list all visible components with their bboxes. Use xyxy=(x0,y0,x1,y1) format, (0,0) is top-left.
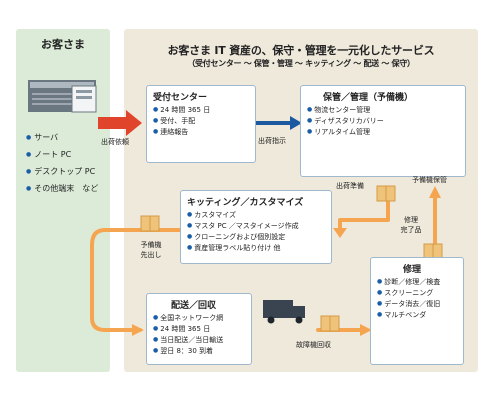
list-item: 診断／修理／検査 xyxy=(377,277,463,288)
list-item: デスクトップ PC xyxy=(26,164,98,181)
kitting-box: キッティング／カスタマイズ カスタマイズ マスタ PC ／マスタイメージ作成 ク… xyxy=(180,190,332,264)
server-icon xyxy=(28,80,97,113)
arrow-head-icon xyxy=(429,186,441,198)
reception-title: 受付センター xyxy=(153,93,208,103)
truck-icon xyxy=(263,300,305,324)
list-item: カスタマイズ xyxy=(187,210,331,221)
repair-title: 修理 xyxy=(403,265,422,275)
arrow-head-icon xyxy=(360,324,372,336)
list-item: 当日配送／当日輸送 xyxy=(153,335,251,346)
delivery-title: 配送／回収 xyxy=(171,301,217,311)
repair-box: 修理 診断／修理／検査 スクリーニング データ消去／復旧 マルチベンダ xyxy=(370,257,464,365)
kitting-list: カスタマイズ マスタ PC ／マスタイメージ作成 クローニングおよび個別設定 資… xyxy=(181,210,331,254)
list-item: スクリーニング xyxy=(377,288,463,299)
list-item: その他端末 など xyxy=(26,181,98,198)
shipping-request-arrow-icon xyxy=(98,110,142,136)
failed-collect-label: 故障機回収 xyxy=(296,341,331,349)
reception-box: 受付センター 24 時間 365 日 受付、手配 連絡報告 xyxy=(146,85,256,163)
delivery-list: 全国ネットワーク網 24 時間 365 日 当日配送／当日輸送 翌日 8：30 … xyxy=(147,313,251,357)
list-item: ノート PC xyxy=(26,147,98,164)
kitting-title: キッティング／カスタマイズ xyxy=(187,198,304,208)
list-item: クローニングおよび個別設定 xyxy=(187,232,331,243)
list-item: 翌日 8：30 到着 xyxy=(153,346,251,357)
delivery-box: 配送／回収 全国ネットワーク網 24 時間 365 日 当日配送／当日輸送 翌日… xyxy=(146,293,252,365)
list-item: リアルタイム管理 xyxy=(307,127,387,138)
service-title: お客さま IT 資産の、保守・管理を一元化したサービス xyxy=(167,44,435,57)
storage-title: 保管／管理（予備機） xyxy=(323,93,414,103)
package-icon xyxy=(140,215,160,232)
list-item: 資産管理ラベル貼り付け 他 xyxy=(187,243,331,254)
repair-done-label: 修理 完了品 xyxy=(400,216,422,234)
shipping-instruction-arrow-icon xyxy=(254,116,302,130)
list-item: 全国ネットワーク網 xyxy=(153,313,251,324)
customer-device-list: サーバ ノート PC デスクトップ PC その他端末 など xyxy=(26,130,98,198)
spare-out-label: 予備機 先出し xyxy=(140,241,162,259)
list-item: ディザスタリカバリー xyxy=(307,116,387,127)
list-item: データ消去／復旧 xyxy=(377,299,463,310)
service-subtitle: （受付センター ～ 保管・管理 ～ キッティング ～ 配送 ～ 保守） xyxy=(187,59,415,68)
storage-list: 物流センター管理 ディザスタリカバリー リアルタイム管理 xyxy=(301,105,387,138)
list-item: 24 時間 365 日 xyxy=(153,324,251,335)
list-item: 受付、手配 xyxy=(153,116,255,127)
list-item: マスタ PC ／マスタイメージ作成 xyxy=(187,221,331,232)
package-icon xyxy=(320,315,340,332)
list-item: 24 時間 365 日 xyxy=(153,105,255,116)
shipping-instruction-label: 出荷指示 xyxy=(258,137,286,145)
list-item: 連絡報告 xyxy=(153,127,255,138)
list-item: マルチベンダ xyxy=(377,310,463,321)
spare-storage-label: 予備機保管 xyxy=(412,176,447,184)
repair-list: 診断／修理／検査 スクリーニング データ消去／復旧 マルチベンダ xyxy=(371,277,463,321)
reception-list: 24 時間 365 日 受付、手配 連絡報告 xyxy=(147,105,255,138)
shipping-request-label: 出荷依頼 xyxy=(101,138,129,146)
package-icon xyxy=(376,185,396,202)
list-item: 物流センター管理 xyxy=(307,105,387,116)
list-item: サーバ xyxy=(26,130,98,147)
arrow-head-icon xyxy=(333,228,347,238)
shipping-prep-label: 出荷準備 xyxy=(336,182,364,190)
storage-box: 保管／管理（予備機） 物流センター管理 ディザスタリカバリー リアルタイム管理 xyxy=(300,85,466,177)
customer-title: お客さま xyxy=(41,38,85,51)
arrow-head-icon xyxy=(132,324,144,336)
